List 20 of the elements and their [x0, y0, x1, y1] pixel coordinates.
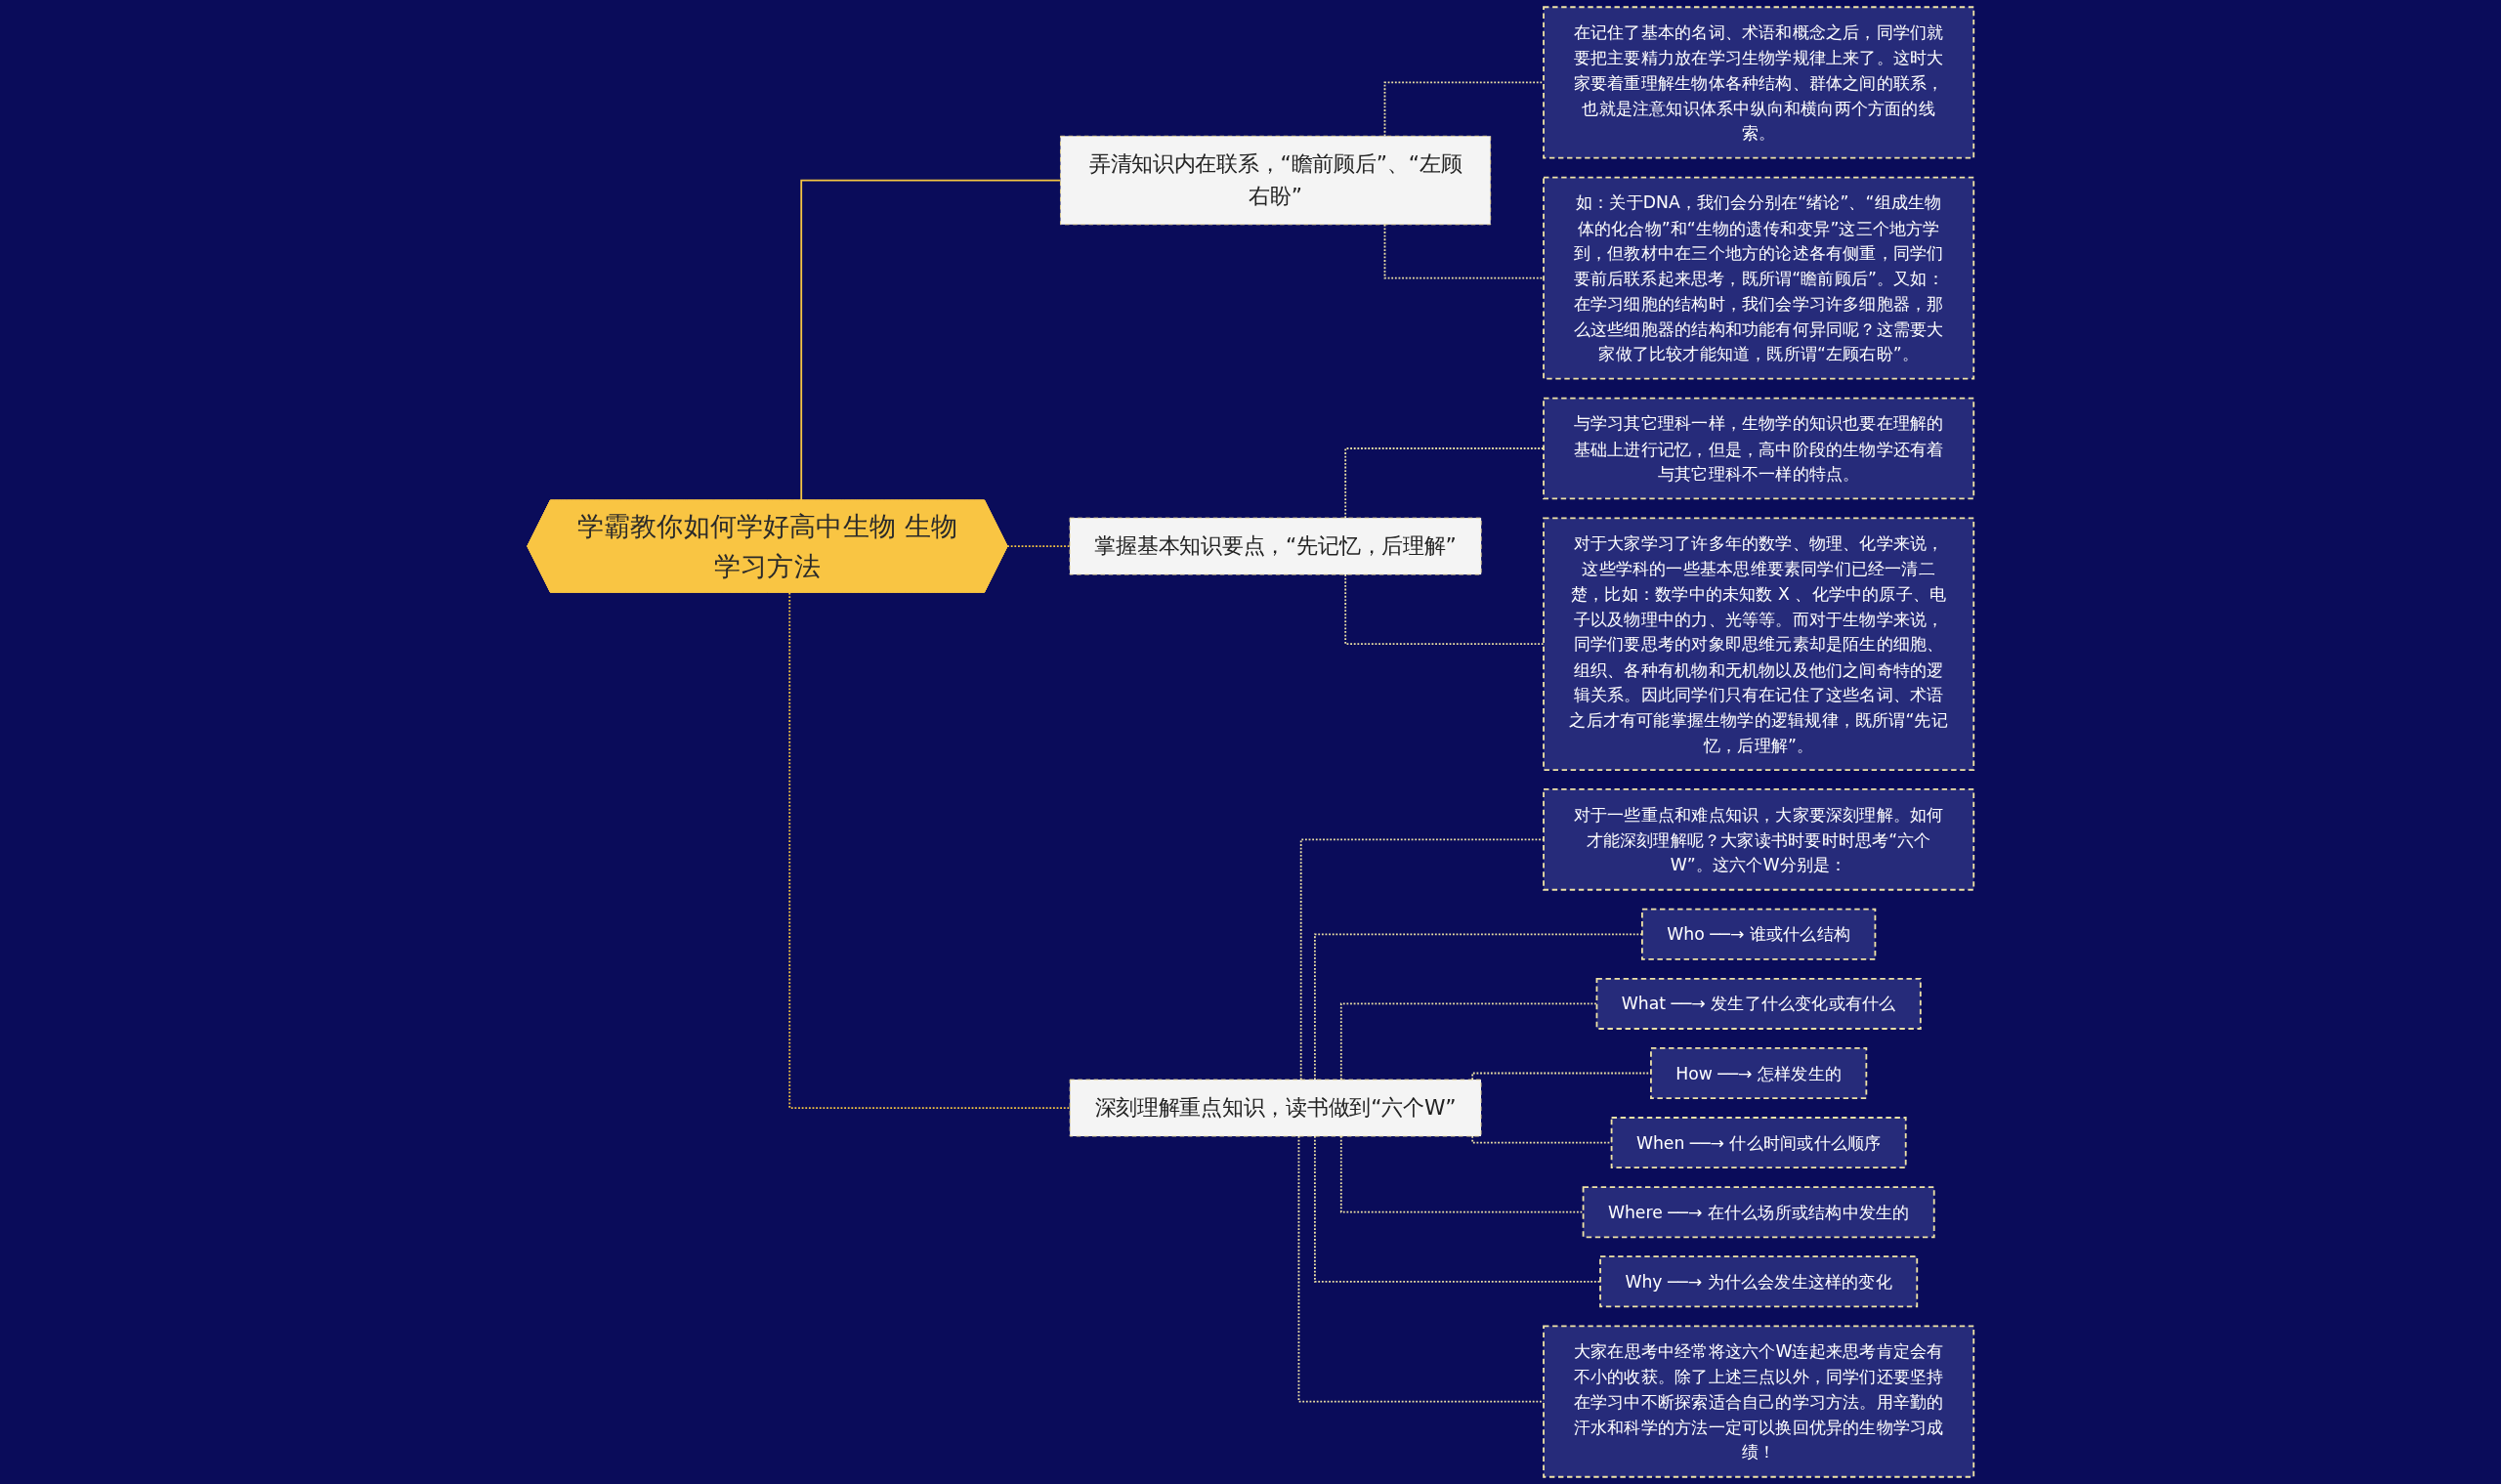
node-box: 与学习其它理科一样，生物学的知识也要在理解的基础上进行记忆，但是，高中阶段的生物学还有着与其它理科不一样的特点。	[1543, 397, 1975, 500]
node-box: 大家在思考中经常将这六个W连起来思考肯定会有不小的收获。除了上述三点以外，同学们还要坚持在学习中不断探索适合自己的学习方法。用辛勤的汗水和科学的方法一定可以换回优异的生物学习成绩！	[1543, 1325, 1975, 1478]
node-box: When ──→ 什么时间或什么顺序	[1610, 1117, 1907, 1169]
connector	[1383, 223, 1545, 279]
connector	[788, 591, 1072, 1109]
node-box: Who ──→ 谁或什么结构	[1640, 908, 1877, 960]
node-box: 如：关于DNA，我们会分别在“绪论”、“组成生物体的化合物”和“生物的遗传和变异”这三个地方学到，但教材中在三个地方的论述各有侧重，同学们要前后联系起来思考，既所谓“瞻前顾后”。又如：在学习细胞的结构时，我们会学习许多细胞器，那么这些细胞器的结构和功能有何异同呢？这需要大家做了比较才能知道，既所谓“左顾右盼”。	[1543, 176, 1975, 380]
node-box: 深刻理解重点知识，读书做到“六个W”	[1069, 1079, 1482, 1137]
node-box: Where ──→ 在什么场所或结构中发生的	[1582, 1186, 1935, 1239]
node-box: 对于一些重点和难点知识，大家要深刻理解。如何才能深刻理解呢？大家读书时要时时思考“六个W”。这六个W分别是：	[1543, 788, 1975, 891]
node-box: What ──→ 发生了什么变化或有什么	[1595, 977, 1922, 1030]
node-box: 对于大家学习了许多年的数学、物理、化学来说，这些学科的一些基本思维要素同学们已经一清二楚，比如：数学中的未知数 X 、化学中的原子、电子以及物理中的力、光等等。而对于生物学来说，同学们要思考的对象即思维元素却是陌生的细胞、组织、各种有机物和无机物以及他们之间奇特的逻辑关系。因此同学们只有在记住了这些名词、术语之后才有可能掌握生物学的逻辑规律，既所谓“先记忆，后理解”。	[1543, 517, 1975, 771]
node-box: Why ──→ 为什么会发生这样的变化	[1599, 1255, 1919, 1308]
node-box: How ──→ 怎样发生的	[1650, 1047, 1868, 1099]
connector	[1006, 545, 1071, 548]
node-box: 掌握基本知识要点，“先记忆，后理解”	[1069, 517, 1482, 575]
node-box: 在记住了基本的名词、术语和概念之后，同学们就要把主要精力放在学习生物学规律上来了。这时大家要着重理解生物体各种结构、群体之间的联系，也就是注意知识体系中纵向和横向两个方面的线索。	[1543, 6, 1975, 159]
node-box: 弄清知识内在联系，“瞻前顾后”、“左顾右盼”	[1060, 135, 1492, 226]
connector	[1383, 81, 1545, 138]
connector	[1344, 447, 1545, 519]
